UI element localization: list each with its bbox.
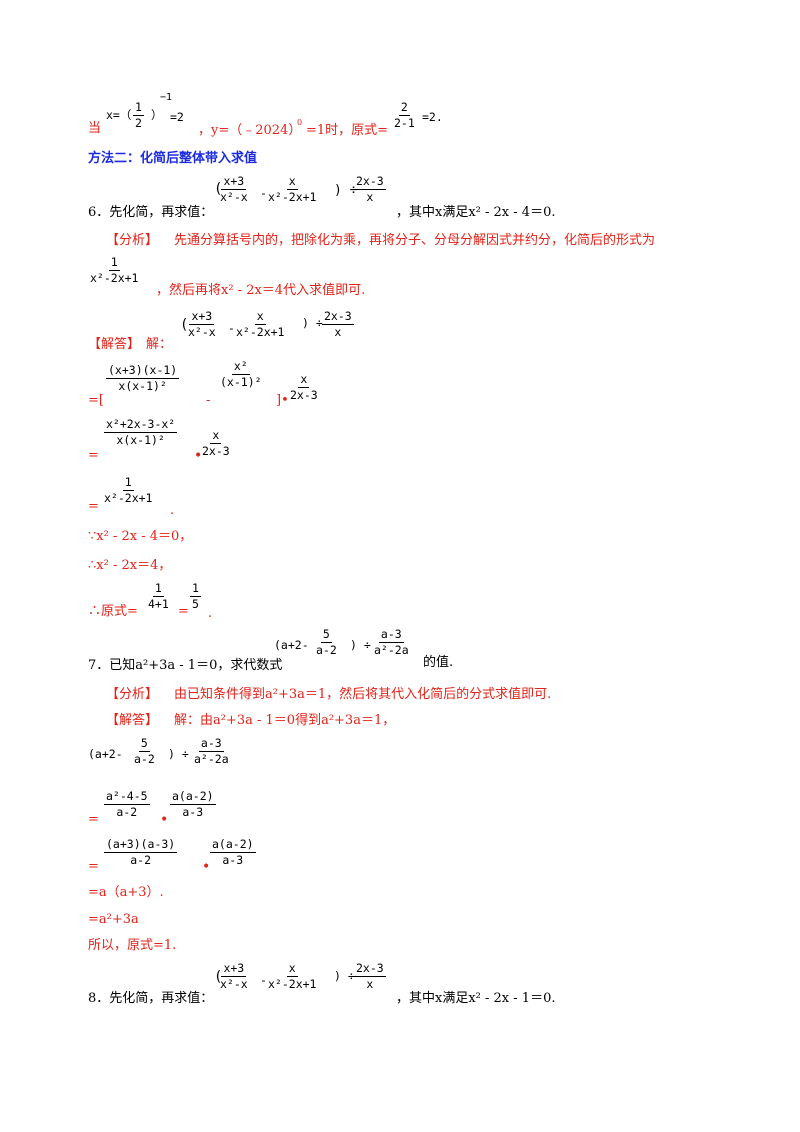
- q6-result-eq: =: [178, 604, 189, 619]
- q6-step1-open: =[: [88, 393, 104, 408]
- q6-step1-minus: -: [206, 393, 211, 408]
- q7-solution-tag: 【解答】: [106, 713, 159, 728]
- q6-result-end: .: [208, 606, 213, 621]
- line1-exponent: −1: [160, 92, 173, 103]
- q6-analysis-text2: ，然后再将x² - 2x＝4代入求值即可.: [156, 283, 366, 298]
- q6-step2-eq: =: [88, 448, 99, 463]
- q7-tail: 的值.: [423, 655, 454, 670]
- q6-step1-close: ]•: [276, 393, 289, 408]
- q7-stem: 7．已知a²+3a - 1＝0，求代数式: [88, 658, 283, 673]
- q7-step4: =a²+3a: [88, 912, 139, 927]
- q6-minus: -: [260, 186, 267, 200]
- q7-analysis-tag: 【分析】: [106, 687, 159, 702]
- q7-step1-eq: =: [88, 812, 99, 827]
- q8-condition: ，其中x满足x² - 2x - 1＝0.: [396, 991, 556, 1006]
- q6-analysis-tag: 【分析】: [106, 233, 159, 248]
- line1-middle2: =1时，原式=: [306, 123, 389, 138]
- line1-exp0: 0: [297, 118, 303, 127]
- method2-heading: 方法二：化简后整体带入求值: [88, 151, 258, 166]
- q6-step1-frac2: x²(x-1)²: [220, 359, 262, 390]
- q7-step3: =a（a+3）.: [88, 885, 164, 900]
- q8-minus: -: [260, 973, 267, 987]
- q6-step2-dot: •: [194, 448, 203, 464]
- q6s-minus: -: [228, 321, 235, 335]
- q6-step3-end: .: [170, 503, 175, 518]
- line1-x-label: x=（: [106, 108, 132, 122]
- q6-stem: 6．先化简，再求值：: [88, 205, 214, 220]
- q6-analysis-text: 先通分算括号内的，把除化为乘，再将分子、分母分解因式并约分，化简后的形式为: [174, 233, 656, 248]
- q7-step2-frac2: a(a-2)a-3: [210, 837, 256, 868]
- q7-div: ) ÷: [350, 638, 371, 652]
- line1-close-paren: ）: [151, 108, 163, 122]
- q7-expr-open: (a+2-: [88, 747, 123, 761]
- q6-step3-eq: =: [88, 499, 99, 514]
- q7-step2-frac1: (a+3)(a-3)a-2: [104, 837, 178, 868]
- q7-step2-eq: =: [88, 859, 99, 874]
- q6-because: ∵x² - 2x - 4＝0，: [88, 529, 193, 544]
- q6-therefore: ∴x² - 2x＝4，: [88, 558, 172, 573]
- q7-conclusion: 所以，原式=1.: [88, 938, 177, 953]
- q7-step1-frac2: a(a-2)a-3: [170, 789, 216, 820]
- q6-div: ) ÷: [334, 183, 358, 198]
- q8-stem: 8．先化简，再求值：: [88, 991, 214, 1006]
- q7-solution-text: 解：由a²+3a - 1＝0得到a²+3a＝1，: [174, 713, 396, 728]
- line1-prefix: 当: [88, 121, 102, 136]
- q6s-div: ) ÷: [302, 316, 323, 330]
- q6-solution-tag: 【解答】: [88, 337, 141, 352]
- q7-analysis-text: 由已知条件得到a²+3a＝1，然后将其代入化简后的分式求值即可.: [174, 687, 552, 702]
- q8-open: (: [214, 969, 223, 985]
- line1-middle: ，y=（﹣2024）: [198, 123, 302, 138]
- q6-result-prefix: ∴原式=: [88, 604, 138, 619]
- q7-step1-dot: •: [160, 812, 169, 828]
- q6s-open: (: [180, 317, 189, 333]
- q7-step2-dot: •: [202, 859, 211, 875]
- q6-condition: ，其中x满足x² - 2x - 4＝0.: [396, 205, 556, 220]
- q6-solution-text: 解：: [146, 337, 173, 352]
- line1-eq2: =2: [170, 110, 184, 124]
- line1-end: =2.: [422, 110, 443, 124]
- q7-expr-div: ) ÷: [168, 747, 189, 761]
- q6-step1-frac1: (x+3)(x-1)x(x-1)²: [106, 363, 180, 394]
- q8-div: ) ÷: [334, 969, 355, 983]
- q6-open: (: [214, 181, 223, 197]
- q7-open: (a+2-: [274, 638, 309, 652]
